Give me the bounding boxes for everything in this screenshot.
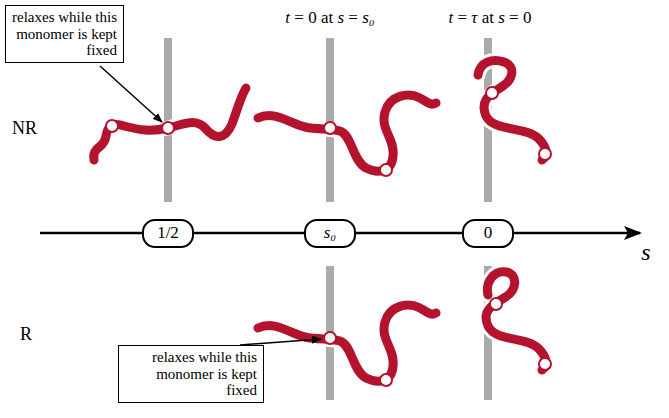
time-annotation: t = 0 at s = s₀ <box>285 8 374 28</box>
row-label: NR <box>12 118 37 139</box>
position-value: 0 <box>484 223 493 243</box>
row-label: R <box>20 324 32 345</box>
axis-position-box: 1/2 <box>142 219 194 248</box>
callout-box: relaxes while this monomer is kept fixed <box>5 5 124 63</box>
position-value: s₀ <box>324 223 337 243</box>
time-annotation: t = τ at s = 0 <box>449 8 532 28</box>
callout-text: relaxes while this monomer is kept fixed <box>125 349 257 399</box>
axis-position-box: 0 <box>462 219 514 248</box>
axis-label: s <box>641 239 650 266</box>
callout-box: relaxes while this monomer is kept fixed <box>118 345 264 403</box>
axis-position-box: s₀ <box>304 219 356 248</box>
callout-text: relaxes while this monomer is kept fixed <box>12 9 117 59</box>
polymer-chain <box>94 61 546 382</box>
position-value: 1/2 <box>157 223 179 243</box>
monomer-dot <box>106 87 551 386</box>
leader-arrow <box>100 66 162 122</box>
